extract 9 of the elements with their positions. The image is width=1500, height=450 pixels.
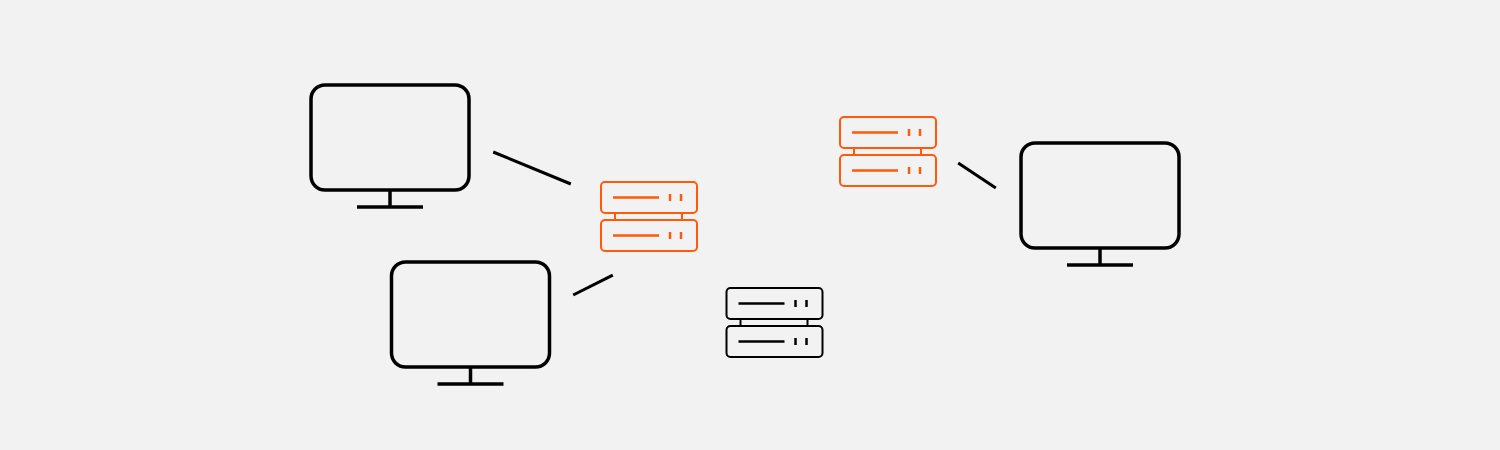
connector-line: [572, 273, 614, 297]
server-icon: [725, 287, 824, 358]
connector-line: [492, 150, 572, 186]
server-icon: [600, 181, 698, 252]
monitor-icon: [1019, 141, 1181, 267]
server-icon: [839, 116, 937, 187]
connector-line: [957, 161, 997, 190]
monitor-icon: [389, 260, 552, 386]
monitor-icon: [309, 83, 471, 209]
